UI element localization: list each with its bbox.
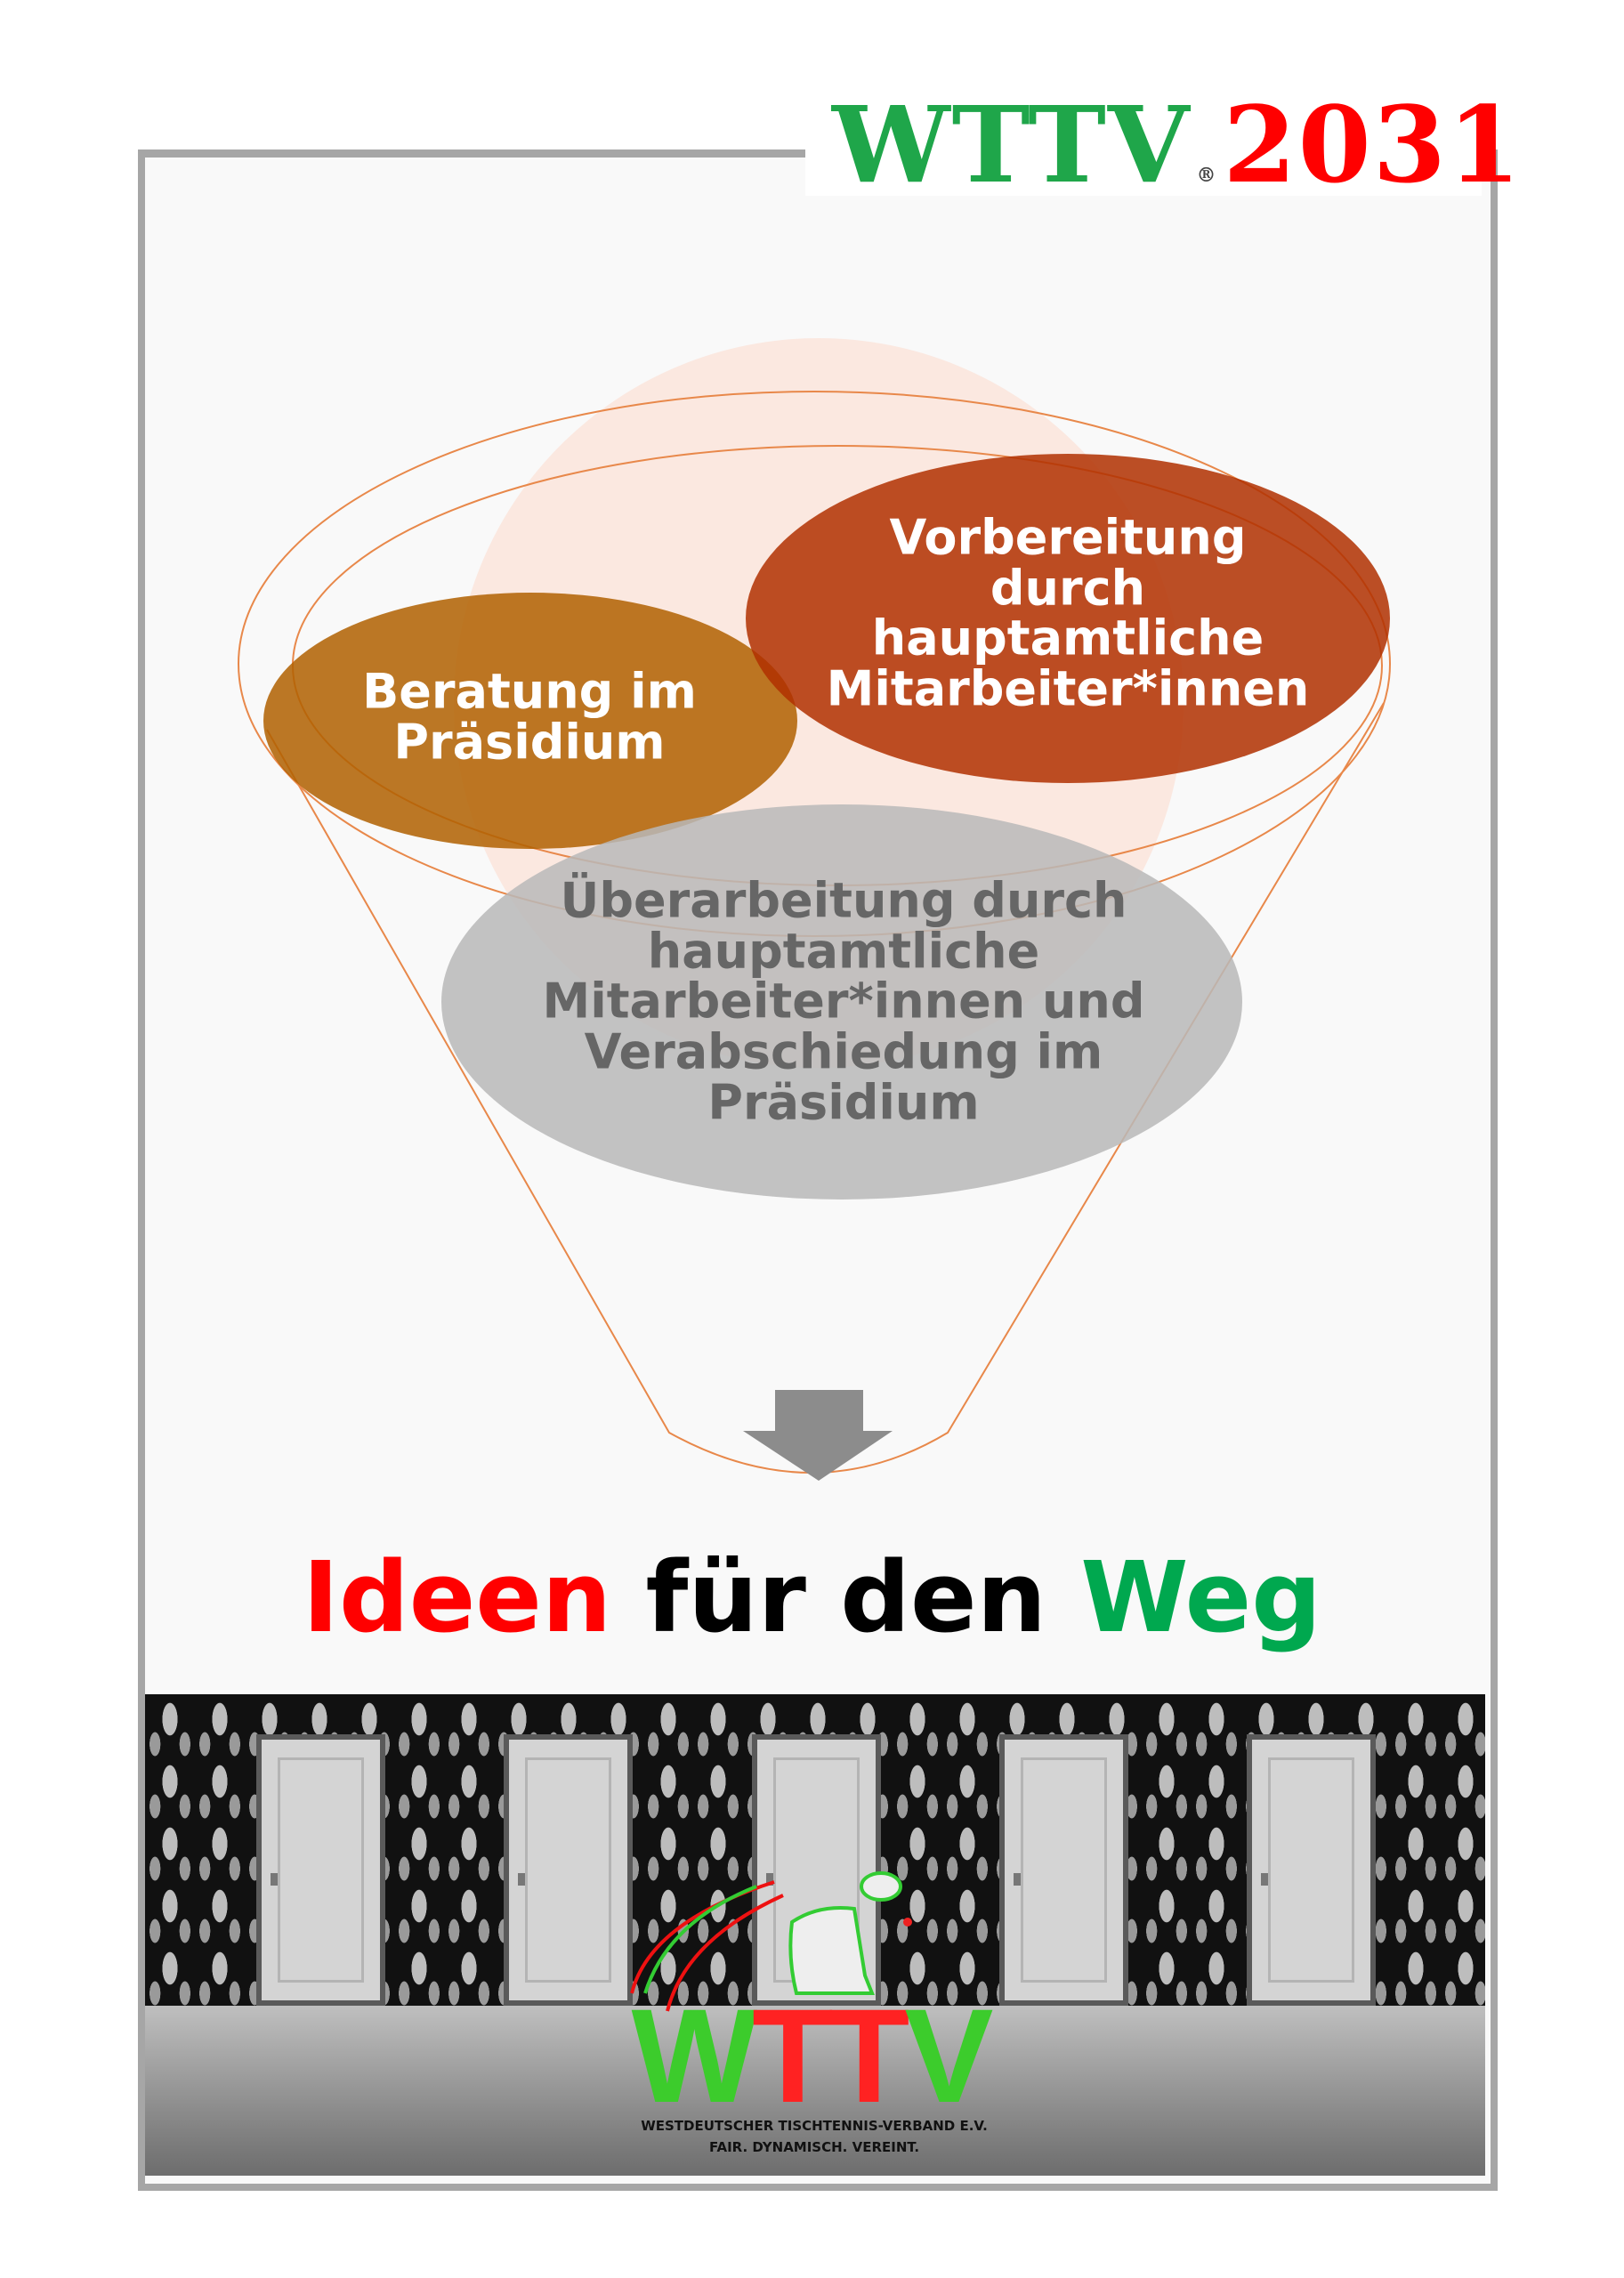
ellipse-red (746, 454, 1390, 783)
ellipse-orange (263, 593, 797, 849)
door (999, 1734, 1128, 2006)
logo-text: WTTV (832, 83, 1192, 206)
label-vorbereitung: Vorbereitung durch hauptamtliche Mitarbe… (826, 509, 1310, 717)
registered-mark: ® (1196, 164, 1218, 187)
headline-ideen: Ideen (303, 1540, 612, 1654)
label-beratung: Beratung im Präsidium (362, 663, 697, 770)
org-name: WESTDEUTSCHER TISCHTENNIS-VERBAND E.V. (641, 2118, 988, 2134)
headline-weg: Weg (1080, 1540, 1321, 1654)
label-ueberarbeitung: Überarbeitung durch hauptamtliche Mitarb… (542, 872, 1145, 1131)
door (256, 1734, 385, 2006)
logo-letter-w: W (631, 1981, 758, 2130)
org-slogan: FAIR. DYNAMISCH. VEREINT. (708, 2139, 920, 2155)
table-tennis-player-icon (630, 1871, 912, 2012)
logo-background (805, 85, 1482, 196)
logo-letters-tt: TT (752, 1981, 909, 2130)
down-arrow-icon (743, 1390, 893, 1481)
logo-year: 2031 (1223, 83, 1523, 206)
ellipse-gray (441, 804, 1242, 1200)
headline-fuer-den: für den (645, 1540, 1046, 1654)
wttv-logo-text: WTTV (623, 1989, 997, 2122)
door (1247, 1734, 1376, 2006)
floor (145, 2006, 1485, 2176)
wttv-2031-logo: WTTV®2031 (832, 89, 1523, 231)
funnel-diagram (238, 338, 1391, 1481)
logo-letter-v: V (904, 1981, 993, 2130)
headline: Ideen für den Weg (0, 1535, 1624, 1660)
door (504, 1734, 633, 2006)
